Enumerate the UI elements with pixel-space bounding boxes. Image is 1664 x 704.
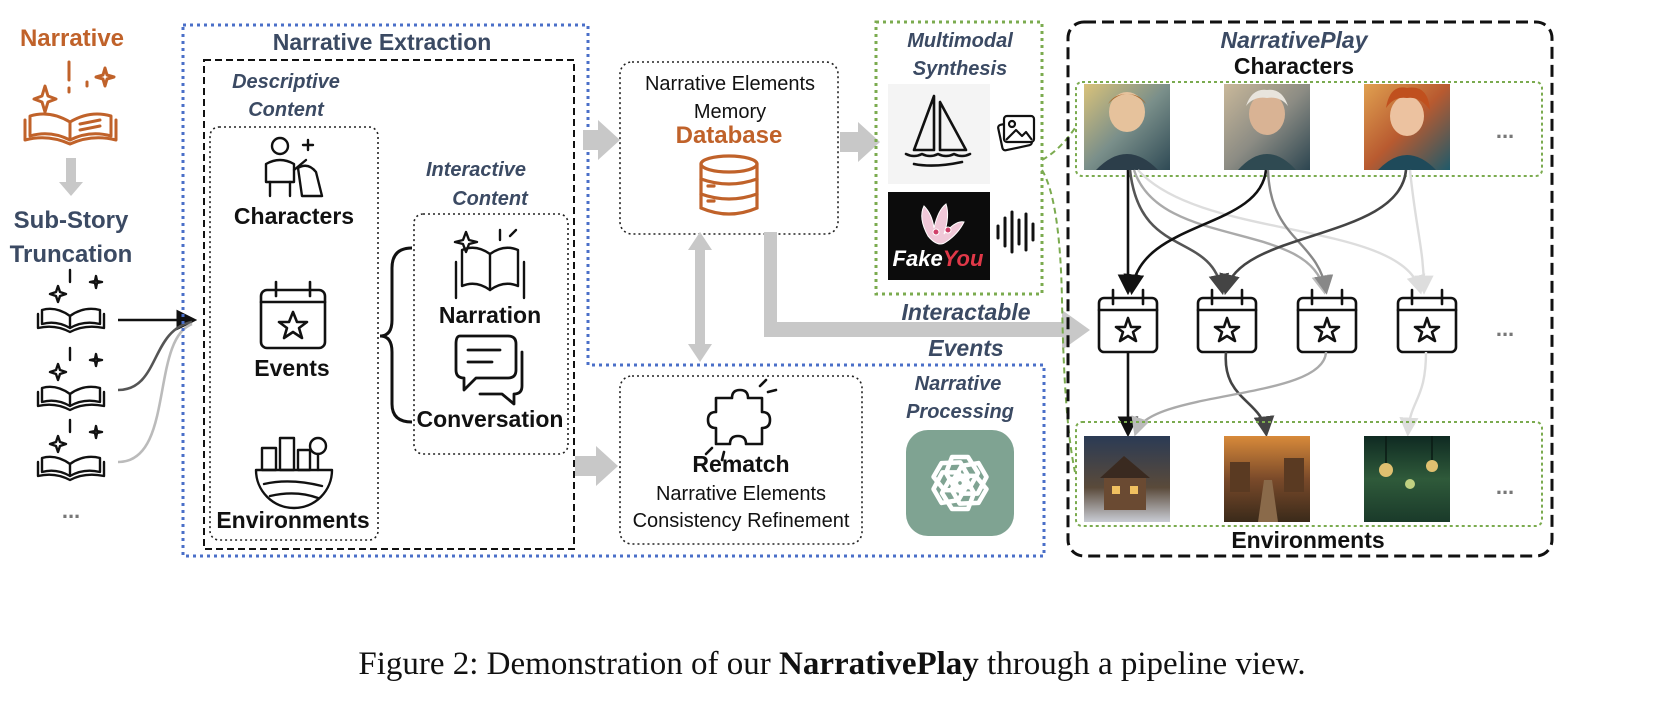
event-calendar-icon-4: [1396, 288, 1458, 354]
audio-wave-icon: [996, 210, 1035, 254]
book-icon-2: [36, 346, 106, 412]
caption-suffix: through a pipeline view.: [978, 646, 1306, 682]
caption-prefix: Figure 2: Demonstration of our: [358, 646, 780, 682]
synthesis-label-1: Multimodal: [907, 30, 1013, 52]
figure-caption: Figure 2: Demonstration of our Narrative…: [0, 646, 1664, 683]
green-connector-characters: [1041, 127, 1076, 161]
environment-thumb-town: [1224, 436, 1310, 522]
extraction-title: Narrative Extraction: [273, 29, 492, 55]
arrow-extraction-rematch: [575, 446, 618, 486]
edge-c1-e3: [1132, 169, 1331, 295]
characters-label: Characters: [234, 203, 354, 229]
calendar-star-icon: [259, 280, 327, 350]
interactable-label-2: Events: [928, 335, 1003, 361]
painter-icon: [264, 136, 324, 198]
sailboat-icon: [904, 94, 972, 167]
character-portrait-boy: [1084, 84, 1170, 170]
rematch-line-1: Narrative Elements: [656, 483, 826, 505]
double-arrow-memory-rematch: [688, 232, 712, 362]
interactive-label-2: Content: [452, 188, 529, 210]
rematch-title: Rematch: [692, 451, 789, 477]
input-more: ...: [62, 498, 80, 523]
interactable-label-1: Interactable: [901, 299, 1030, 325]
events-more: ...: [1496, 316, 1514, 341]
openai-tile: [906, 430, 1014, 536]
edge-c2-e1: [1123, 169, 1268, 296]
event-calendar-icon-2: [1196, 288, 1258, 354]
database-icon: [699, 154, 759, 216]
edge-e4-env3: [1399, 351, 1428, 437]
descriptive-label-1: Descriptive: [232, 71, 340, 93]
arrow-to-interactable-events: [764, 232, 1090, 350]
edge-e3-env1: [1131, 351, 1328, 437]
processing-label-1: Narrative: [915, 373, 1002, 395]
processing-label-2: Processing: [906, 401, 1014, 423]
memory-label-2: Memory: [694, 101, 766, 123]
image-icon: [997, 114, 1036, 152]
chat-bubbles-icon: [454, 334, 524, 406]
event-calendar-icon-3: [1296, 288, 1358, 354]
edge-c1-e2: [1128, 169, 1230, 296]
environments-label: Environments: [216, 507, 369, 533]
edge-c3-e2: [1219, 169, 1408, 296]
conversation-label: Conversation: [417, 406, 564, 432]
city-globe-icon: [254, 436, 334, 510]
characters-more: ...: [1496, 118, 1514, 143]
play-environments-label: Environments: [1231, 527, 1384, 553]
book-icon-3: [36, 418, 106, 482]
play-characters-label: Characters: [1234, 53, 1354, 79]
environment-thumb-house: [1084, 436, 1170, 522]
memory-box: [619, 61, 839, 235]
sub-story-label: Sub-Story: [14, 207, 129, 234]
arrow-memory-synthesis: [840, 122, 880, 162]
descriptive-box: [209, 126, 379, 541]
book-icon-1: [36, 268, 106, 334]
arrow-extraction-memory: [583, 120, 620, 160]
environments-more: ...: [1496, 474, 1514, 499]
narrativeplay-box: [1066, 20, 1554, 558]
arrow-book2-extraction: [117, 320, 193, 392]
event-calendar-icon-1: [1097, 288, 1159, 354]
events-label: Events: [254, 355, 329, 381]
character-portrait-old-man: [1224, 84, 1310, 170]
synthesis-label-2: Synthesis: [913, 58, 1007, 80]
edge-c1-e4: [1137, 169, 1426, 295]
caption-bold: NarrativePlay: [779, 646, 979, 682]
interactive-label-1: Interactive: [426, 159, 526, 181]
interactive-box: [413, 213, 569, 455]
synthesis-box: [874, 20, 1044, 296]
green-connector-environments: [1041, 169, 1076, 473]
open-book-sparkle-icon: [23, 60, 118, 146]
rematch-line-2: Consistency Refinement: [633, 510, 850, 532]
narration-label: Narration: [439, 302, 541, 328]
narrativeplay-title: NarrativePlay: [1220, 27, 1368, 53]
reading-book-icon: [453, 228, 526, 300]
openai-logo-icon: [931, 454, 989, 512]
down-arrow: [59, 158, 83, 196]
fakeyou-logo-icon: [921, 203, 965, 245]
memory-label-1: Narrative Elements: [645, 73, 815, 95]
edge-c2-e3: [1266, 169, 1334, 295]
edge-c3-e4: [1408, 169, 1434, 295]
puzzle-icon: [704, 378, 778, 462]
truncation-label: Truncation: [10, 241, 133, 268]
brace: [379, 246, 413, 424]
database-label: Database: [676, 122, 783, 149]
character-portrait-redhead: [1364, 84, 1450, 170]
characters-row-box: [1075, 81, 1543, 177]
environment-thumb-cave: [1364, 436, 1450, 522]
arrow-book3-extraction: [117, 322, 193, 464]
narrative-title: Narrative: [20, 25, 124, 52]
fakeyou-text: FakeYou: [893, 246, 984, 271]
descriptive-label-2: Content: [248, 99, 325, 121]
